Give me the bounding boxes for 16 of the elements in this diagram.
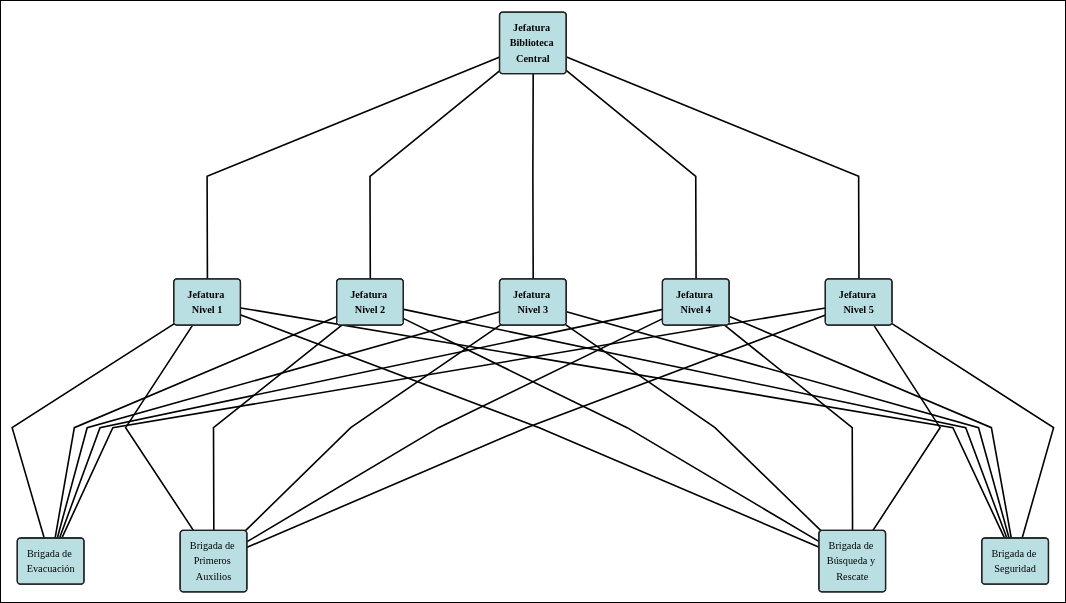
connector: [244, 323, 502, 532]
connector: [565, 69, 697, 280]
connector: [56, 310, 501, 539]
connector: [212, 324, 343, 531]
connector: [532, 72, 535, 280]
connector: [124, 324, 195, 531]
connector: [872, 324, 942, 531]
connector: [565, 310, 1011, 539]
connector: [206, 55, 501, 280]
connector: [891, 322, 1055, 539]
connector: [369, 69, 501, 280]
connector: [724, 324, 854, 531]
connector: [565, 55, 860, 280]
connector: [564, 323, 823, 532]
connector: [240, 306, 1006, 539]
connector: [11, 322, 176, 539]
